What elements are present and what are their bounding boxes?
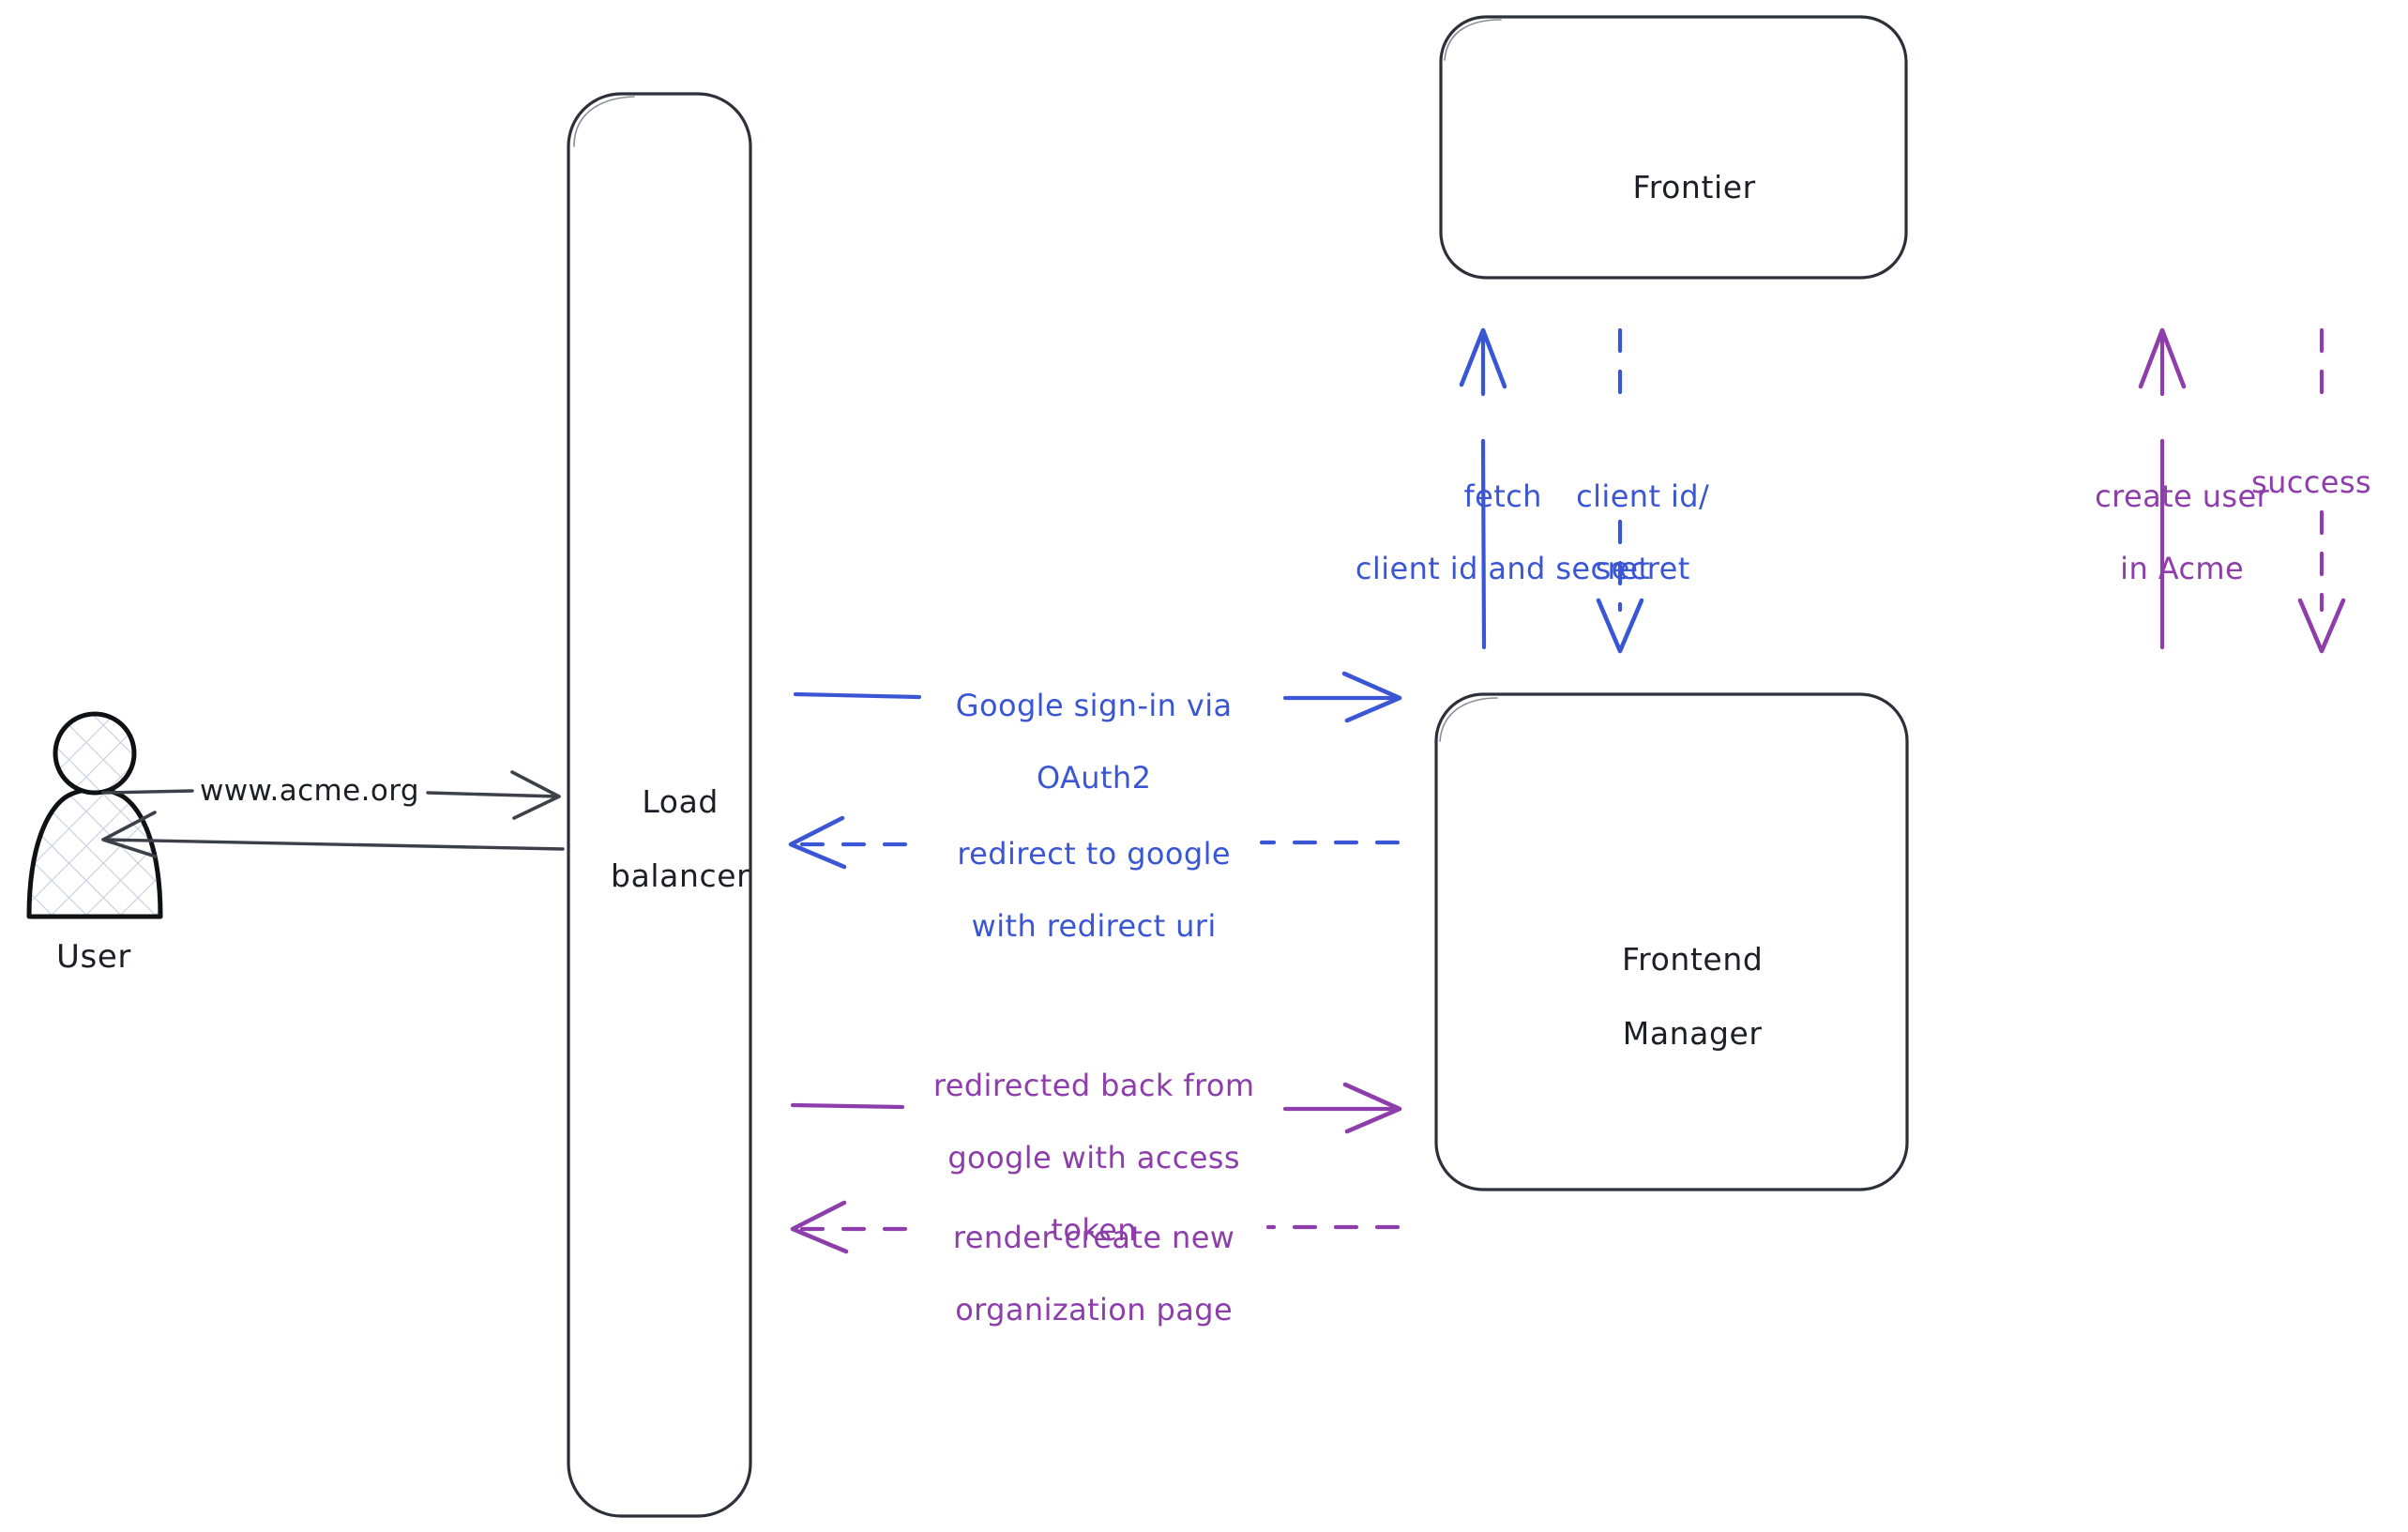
edge-frontier-to-fm-success [2297, 327, 2346, 654]
edge-frontier-to-fm-creds [1596, 327, 1644, 654]
edge-fm-to-frontier-fetch [1459, 327, 1507, 650]
node-frontier[interactable] [1439, 15, 1908, 280]
node-load-balancer[interactable] [567, 92, 752, 1518]
node-frontend-manager[interactable] [1434, 692, 1909, 1191]
edge-fm-to-frontier-create-user [2138, 327, 2187, 650]
edge-lb-to-user [101, 811, 565, 858]
edge-lb-to-fm-token [790, 1082, 1402, 1134]
edge-user-to-lb [101, 770, 561, 820]
avatar [26, 711, 163, 919]
edge-fm-to-lb-redirect [788, 815, 1401, 870]
edge-lb-to-fm-signin [793, 671, 1402, 723]
edge-fm-to-lb-render [790, 1200, 1401, 1254]
